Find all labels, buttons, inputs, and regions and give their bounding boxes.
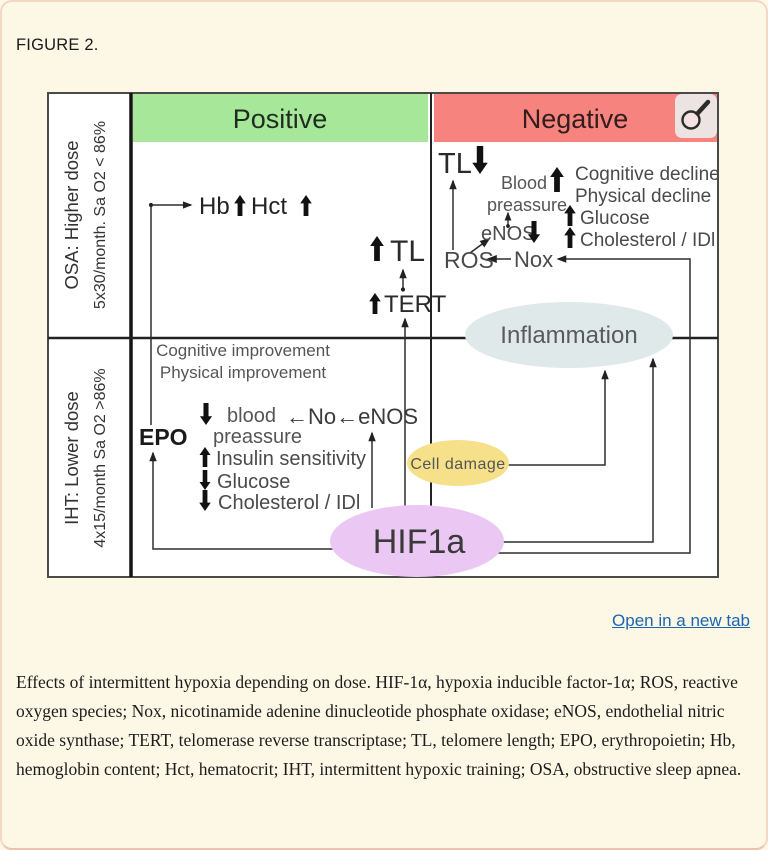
blood-negative-label: Blood <box>501 173 547 193</box>
tl-positive-label: TL <box>390 235 425 268</box>
ros-to-enos-arrow <box>469 238 491 254</box>
preassure-positive-label: preassure <box>213 426 302 448</box>
positive-header-bg <box>133 94 428 142</box>
inflammation-node <box>465 302 673 368</box>
cholesterol-positive-label: Cholesterol / IDl <box>218 492 360 514</box>
nox-label: Nox <box>514 247 553 272</box>
zoom-button[interactable] <box>675 94 717 138</box>
hif1a-to-epo-arrow <box>149 451 345 550</box>
insulin-sensitivity-label: Insulin sensitivity <box>216 448 366 470</box>
positive-header-label: Positive <box>233 104 328 134</box>
inflammation-label: Inflammation <box>500 322 637 349</box>
hif1a-to-inflammation-arrow <box>495 357 657 543</box>
sidebar-osa-protocol-label: 5x30/month. Sa O2 < 86% <box>92 121 109 309</box>
figure-image[interactable]: Positive Negative OSA: Higher dose 5x30/… <box>47 92 720 578</box>
cholesterol-negative-label: Cholesterol / IDl <box>580 230 715 251</box>
sidebar-osa-dose-label: OSA: Higher dose <box>61 140 82 289</box>
tert-label: TERT <box>384 291 447 318</box>
hb-label: Hb <box>199 193 230 220</box>
hct-label: Hct <box>251 193 287 220</box>
open-in-new-tab-link[interactable]: Open in a new tab <box>612 611 750 630</box>
hif1a-to-nox-arrow <box>495 255 691 554</box>
magnifier-icon <box>681 110 701 130</box>
line-dot <box>506 224 510 228</box>
celldamage-to-inflammation-arrow <box>505 369 609 466</box>
enos-negative-label: eNOS <box>481 223 535 245</box>
glucose-negative-label: Glucose <box>580 208 650 229</box>
hif1a-label: HIF1a <box>373 523 466 561</box>
cognitive-improvement-label: Cognitive improvement <box>156 341 330 360</box>
glucose-positive-label: Glucose <box>217 471 290 493</box>
sidebar-iht-dose-label: IHT: Lower dose <box>61 391 82 525</box>
blood-positive-label: blood <box>227 405 276 427</box>
cell-damage-label: Cell damage <box>410 456 505 473</box>
no-enos-label: ←No←eNOS <box>286 404 418 429</box>
sidebar-iht-protocol-label: 4x15/month Sa O2 >86% <box>92 368 109 547</box>
cell-damage-node <box>407 440 509 486</box>
physical-decline-label: Physical decline <box>575 186 711 207</box>
tl-negative-label: TL <box>438 148 472 180</box>
hif1a-node <box>330 505 504 577</box>
preassure-negative-label: preassure <box>487 195 567 215</box>
figure-label: FIGURE 2. <box>16 36 99 54</box>
cognitive-decline-label: Cognitive decline <box>575 164 719 185</box>
negative-header-bg <box>434 94 717 142</box>
line-dot <box>148 202 154 208</box>
ros-label: ROS <box>444 247 494 273</box>
epo-label: EPO <box>139 424 188 450</box>
negative-header-label: Negative <box>522 104 629 134</box>
physical-improvement-label: Physical improvement <box>160 363 327 382</box>
line-dot <box>400 287 406 292</box>
figure-caption: Effects of intermittent hypoxia dependin… <box>16 672 742 779</box>
